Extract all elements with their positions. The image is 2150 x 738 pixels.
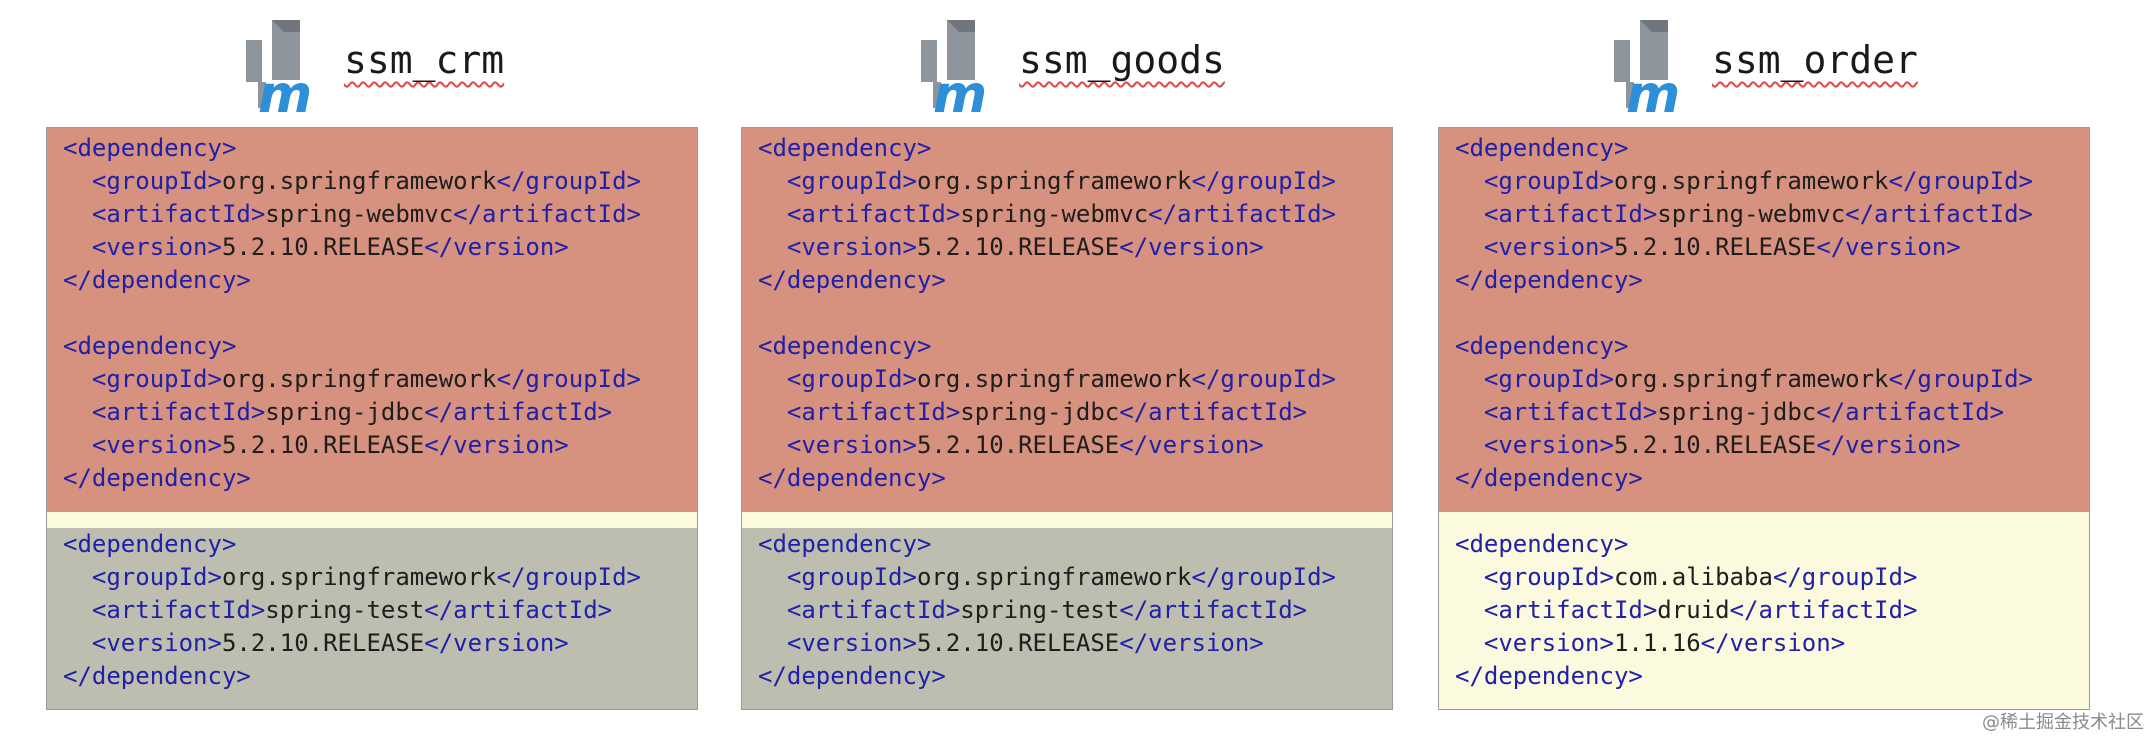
group-id-value: org.springframework — [916, 365, 1192, 393]
svg-text:m: m — [933, 65, 987, 114]
version-value: 5.2.10.RELEASE — [916, 431, 1120, 459]
dependency-block: <dependency> <groupId>com.alibaba</group… — [1455, 530, 1918, 690]
artifact-id-value: spring-test — [960, 596, 1120, 624]
version-value: 1.1.16 — [1613, 629, 1701, 657]
module-title: ssm_crm — [344, 38, 505, 82]
module-ssm-order: m ssm_order <dependency> <groupId>org.sp… — [1438, 0, 2090, 712]
group-id-value: org.springframework — [1613, 167, 1889, 195]
artifact-id-value: spring-test — [265, 596, 425, 624]
group-id-value: org.springframework — [1613, 365, 1889, 393]
test-dependency-band — [47, 528, 697, 709]
shared-dependencies-band — [47, 128, 697, 512]
dependency-block: <dependency> <groupId>org.springframewor… — [758, 134, 1336, 492]
artifact-id-value: spring-jdbc — [265, 398, 425, 426]
artifact-id-value: spring-webmvc — [1657, 200, 1846, 228]
version-value: 5.2.10.RELEASE — [221, 431, 425, 459]
group-id-value: org.springframework — [221, 365, 497, 393]
group-id-value: org.springframework — [221, 167, 497, 195]
version-value: 5.2.10.RELEASE — [221, 233, 425, 261]
artifact-id-value: druid — [1657, 596, 1730, 624]
group-id-value: org.springframework — [221, 563, 497, 591]
maven-module-icon: m — [921, 20, 987, 114]
watermark: @稀土掘金技术社区 — [1982, 712, 2144, 733]
shared-dependencies-band — [1439, 128, 2089, 512]
module-header: m ssm_goods — [741, 0, 1393, 127]
module-title: ssm_order — [1712, 38, 1918, 82]
module-ssm-crm: m ssm_crm <dependency> <groupId>org.spri… — [46, 0, 698, 712]
shared-dependencies-band — [742, 128, 1392, 512]
module-ssm-goods: m ssm_goods <dependency> <groupId>org.sp… — [741, 0, 1393, 712]
dependency-block: <dependency> <groupId>org.springframewor… — [63, 134, 641, 492]
dependency-box: <dependency> <groupId>org.springframewor… — [1438, 127, 2090, 710]
test-dependency-band — [742, 528, 1392, 709]
version-value: 5.2.10.RELEASE — [1613, 431, 1817, 459]
dependency-block: <dependency> <groupId>org.springframewor… — [1455, 134, 2033, 492]
group-id-value: org.springframework — [916, 167, 1192, 195]
dependency-box: <dependency> <groupId>org.springframewor… — [741, 127, 1393, 710]
artifact-id-value: spring-webmvc — [265, 200, 454, 228]
version-value: 5.2.10.RELEASE — [221, 629, 425, 657]
module-header: m ssm_crm — [46, 0, 698, 127]
artifact-id-value: spring-jdbc — [1657, 398, 1817, 426]
module-title: ssm_goods — [1019, 38, 1225, 82]
group-id-value: com.alibaba — [1613, 563, 1773, 591]
dependency-block: <dependency> <groupId>org.springframewor… — [63, 530, 641, 690]
maven-module-icon: m — [1614, 20, 1680, 114]
artifact-id-value: spring-jdbc — [960, 398, 1120, 426]
version-value: 5.2.10.RELEASE — [1613, 233, 1817, 261]
version-value: 5.2.10.RELEASE — [916, 233, 1120, 261]
version-value: 5.2.10.RELEASE — [916, 629, 1120, 657]
dependency-block: <dependency> <groupId>org.springframewor… — [758, 530, 1336, 690]
artifact-id-value: spring-webmvc — [960, 200, 1149, 228]
svg-text:m: m — [1626, 65, 1680, 114]
module-header: m ssm_order — [1438, 0, 2090, 127]
dependency-box: <dependency> <groupId>org.springframewor… — [46, 127, 698, 710]
group-id-value: org.springframework — [916, 563, 1192, 591]
maven-module-icon: m — [246, 20, 312, 114]
svg-text:m: m — [258, 65, 312, 114]
